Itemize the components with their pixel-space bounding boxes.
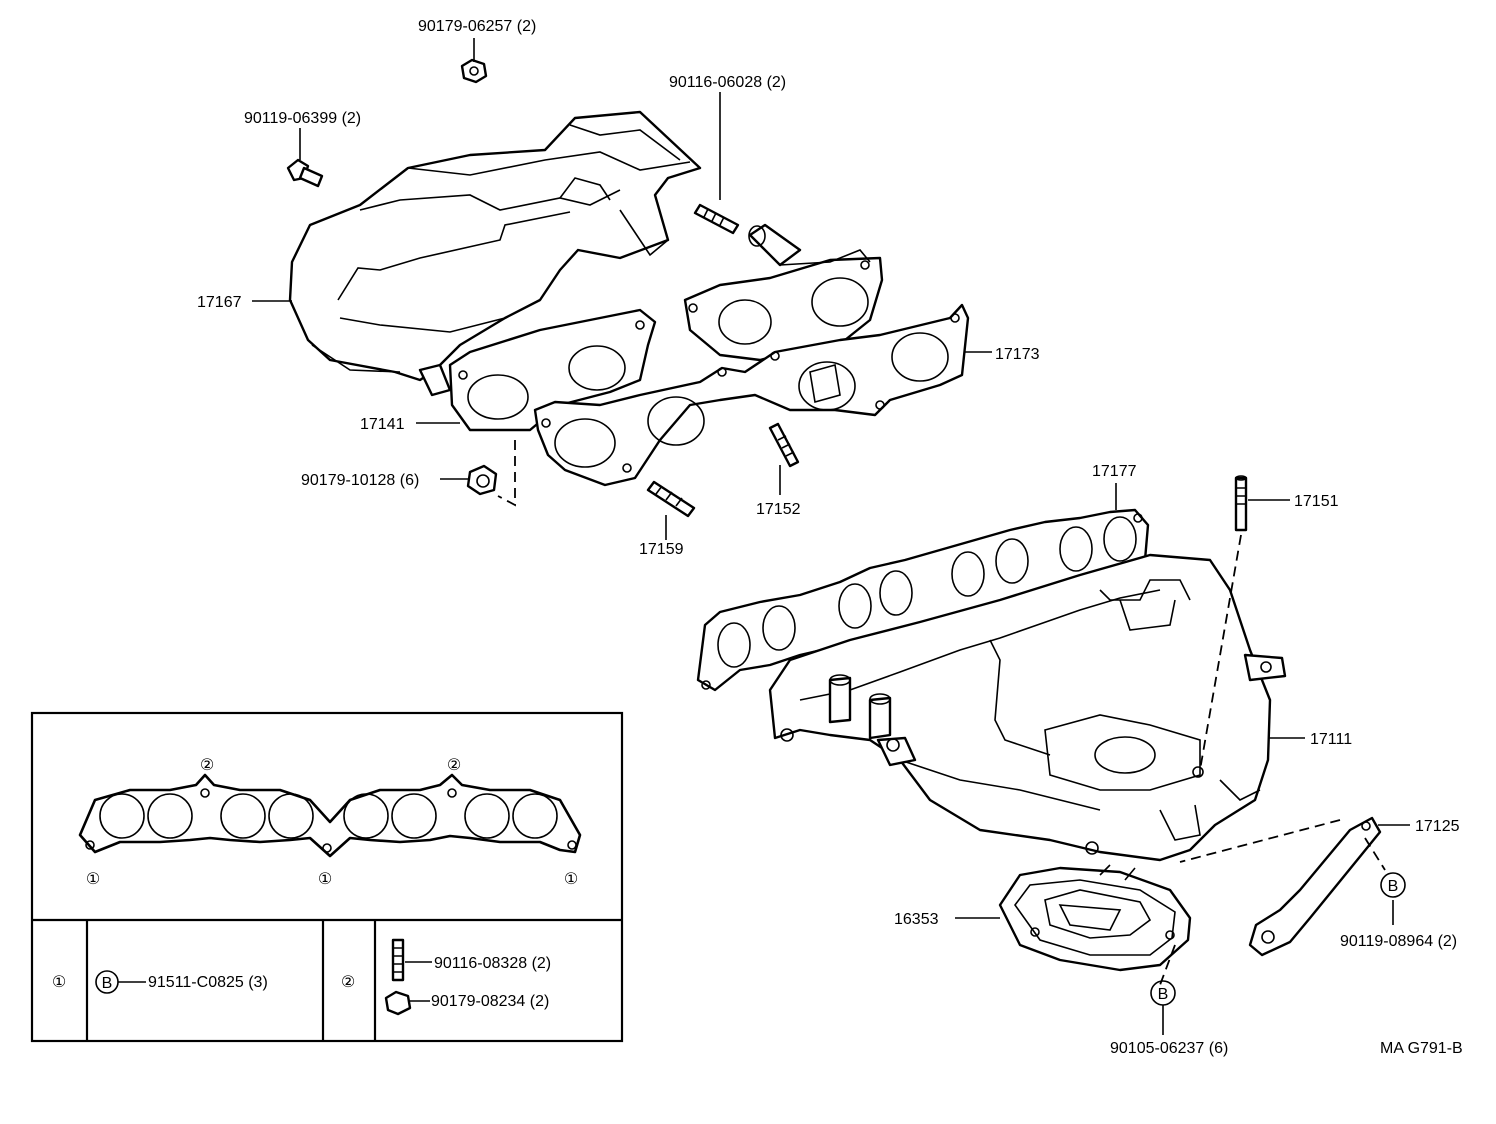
label-16353: 16353 — [894, 911, 939, 928]
stay-17125 — [1248, 816, 1382, 957]
label-90119-08964: 90119-08964 (2) — [1340, 933, 1457, 950]
inset-marker-1-right: ① — [564, 869, 578, 888]
label-90116-06028: 90116-06028 (2) — [669, 74, 786, 91]
inset-table: ② ② ① ① ① ① ② B 91511-C0825 (3) 90116-08… — [30, 711, 624, 1043]
alignment-line-17125 — [1179, 819, 1341, 863]
stud-icon-17152 — [768, 422, 800, 468]
stud-icon-90116-06028 — [693, 203, 740, 235]
drawing-code: MA G791-B — [1380, 1040, 1463, 1057]
inset-row-marker-1: ① — [52, 972, 66, 991]
inset-row-1-part: 91511-C0825 (3) — [148, 974, 268, 991]
label-17141: 17141 — [360, 416, 405, 433]
callout-b-right-text: B — [1388, 878, 1399, 895]
label-17167: 17167 — [197, 294, 242, 311]
inset-marker-2-left: ② — [200, 755, 214, 774]
intake-manifold-17141 — [418, 223, 884, 432]
alignment-line-b-right — [1364, 837, 1386, 871]
inset-nut-icon — [384, 990, 412, 1016]
inset-callout-b: B — [102, 975, 113, 992]
cover-16353 — [998, 864, 1192, 972]
nut-icon-90179-06257 — [460, 58, 488, 84]
label-90179-10128: 90179-10128 (6) — [301, 472, 419, 489]
callout-b-bottom-text: B — [1158, 986, 1169, 1003]
label-17111: 17111 — [1310, 731, 1352, 748]
inset-stud-icon — [391, 938, 405, 982]
alignment-line-16353 — [1159, 944, 1176, 986]
nut-icon-90179-10128 — [466, 464, 498, 496]
label-90105-06237: 90105-06237 (6) — [1110, 1040, 1228, 1057]
alignment-line-upper — [497, 440, 516, 507]
label-90179-06257: 90179-06257 (2) — [418, 18, 536, 35]
bolt-icon-90119-06399 — [286, 158, 324, 188]
stud-icon-17151 — [1234, 475, 1248, 532]
inset-gasket — [78, 773, 582, 858]
inset-row-2-part-2: 90179-08234 (2) — [431, 993, 549, 1010]
intake-chamber-17167 — [288, 110, 702, 382]
inset-row-2-part-1: 90116-08328 (2) — [434, 955, 551, 972]
inset-marker-1-left: ① — [86, 869, 100, 888]
callout-b-bottom: B — [1150, 980, 1176, 1006]
intake-manifold-17111 — [768, 553, 1287, 862]
label-17152: 17152 — [756, 501, 801, 518]
label-17151: 17151 — [1294, 493, 1339, 510]
label-17159: 17159 — [639, 541, 684, 558]
label-90119-06399: 90119-06399 (2) — [244, 110, 361, 127]
alignment-line-17151 — [1199, 534, 1242, 771]
label-17173: 17173 — [995, 346, 1040, 363]
inset-marker-1-center: ① — [318, 869, 332, 888]
label-17177: 17177 — [1092, 463, 1137, 480]
callout-b-right: B — [1380, 872, 1406, 898]
part-labels: 90179-06257 (2) 90116-06028 (2) 90119-06… — [197, 18, 1463, 1057]
label-17125: 17125 — [1415, 818, 1460, 835]
inset-marker-2-right: ② — [447, 755, 461, 774]
inset-row-marker-2: ② — [341, 972, 355, 991]
stud-icon-17159 — [646, 480, 696, 518]
leader-lines — [252, 38, 1410, 1035]
gasket-17173 — [533, 303, 970, 487]
